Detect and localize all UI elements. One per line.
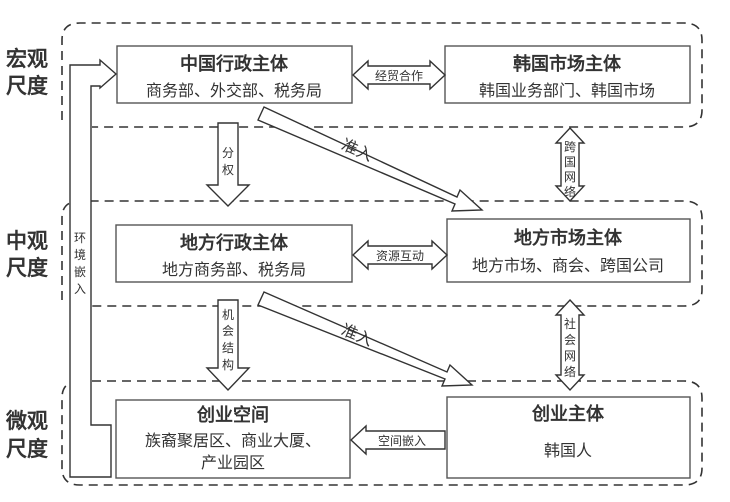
transnational-label-1: 跨: [564, 140, 576, 154]
environment-embed-arrow: [69, 58, 118, 478]
access-arrow-1: [257, 106, 484, 212]
resource-label: 资源互动: [376, 249, 424, 263]
space-embed-label: 空间嵌入: [378, 434, 426, 448]
korea-market-sub: 韩国业务部门、韩国市场: [479, 81, 655, 100]
opportunity-arrow: [205, 299, 251, 392]
meso-label-1: 中观: [6, 229, 48, 253]
social-arrow: [554, 298, 586, 392]
trade-arrow: [351, 59, 447, 91]
local-admin-title: 地方行政主体: [180, 232, 289, 254]
micro-region: [61, 380, 703, 486]
china-admin-sub: 商务部、外交部、税务局: [146, 81, 322, 100]
transnational-label-2: 国: [564, 155, 576, 169]
china-admin-title: 中国行政主体: [180, 53, 289, 75]
decentralize-label-2: 权: [222, 163, 234, 177]
transnational-label-3: 网: [564, 170, 576, 184]
decentralize-label-1: 分: [222, 146, 234, 160]
macro-region: [61, 22, 703, 128]
box-local-admin: [115, 224, 353, 283]
social-label-1: 社: [564, 316, 576, 331]
micro-label-1: 微观: [5, 409, 48, 433]
transnational-label-4: 络: [564, 184, 576, 199]
local-market-title: 地方市场主体: [514, 227, 623, 249]
startup-space-sub1: 族裔聚居区、商业大厦、: [145, 431, 321, 450]
environment-label-4: 入: [74, 282, 86, 296]
space-embed-arrow: [349, 424, 446, 456]
environment-label-3: 嵌: [74, 265, 86, 279]
social-label-2: 会: [564, 333, 576, 347]
box-startup-subject: [446, 396, 691, 479]
macro-label-2: 尺度: [6, 74, 48, 98]
resource-arrow: [351, 239, 449, 271]
social-label-4: 络: [564, 364, 576, 379]
trade-label: 经贸合作: [375, 68, 423, 83]
access-arrow-2: [257, 291, 474, 387]
access-label-2: 准入: [339, 320, 376, 350]
startup-subject-sub: 韩国人: [544, 441, 592, 460]
meso-region: [61, 200, 703, 307]
box-startup-space: [115, 399, 351, 479]
environment-label-2: 境: [74, 247, 86, 262]
box-china-admin: [116, 45, 353, 104]
opportunity-label-3: 结: [222, 341, 234, 355]
korea-market-title: 韩国市场主体: [513, 53, 622, 75]
meso-label-2: 尺度: [6, 256, 48, 280]
box-korea-market: [444, 45, 691, 104]
opportunity-label-2: 会: [222, 324, 234, 338]
local-market-sub: 地方市场、商会、跨国公司: [472, 256, 664, 275]
box-local-market: [446, 218, 691, 283]
macro-label-1: 宏观: [6, 47, 48, 71]
social-label-3: 网: [564, 349, 576, 363]
decentralize-arrow: [205, 122, 251, 207]
opportunity-label-1: 机: [222, 308, 234, 322]
startup-subject-title: 创业主体: [531, 403, 605, 425]
environment-label-1: 环: [74, 231, 86, 245]
micro-label-2: 尺度: [6, 437, 48, 461]
startup-space-title: 创业空间: [196, 404, 269, 426]
transnational-arrow: [554, 126, 586, 203]
startup-space-sub2: 产业园区: [201, 453, 265, 472]
opportunity-label-4: 构: [222, 357, 234, 372]
local-admin-sub: 地方商务部、税务局: [162, 260, 306, 279]
